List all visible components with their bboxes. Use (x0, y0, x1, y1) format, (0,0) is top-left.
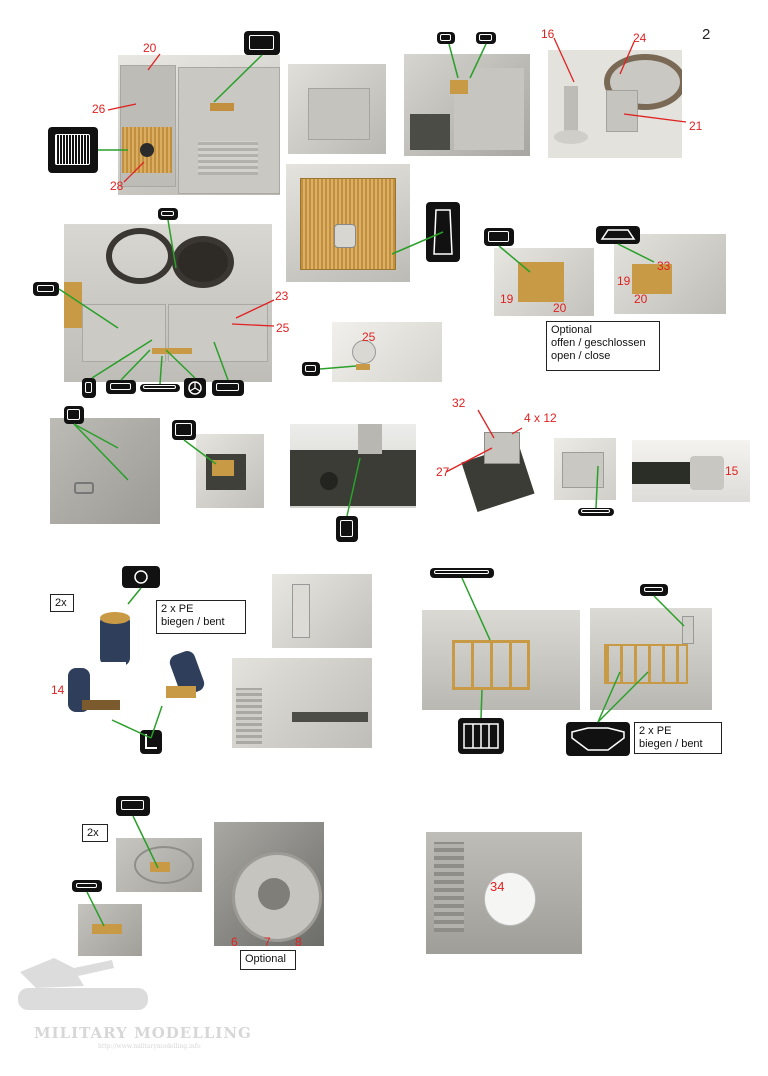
page-number: 2 (702, 26, 711, 43)
pe-bar-icon-b (140, 384, 180, 392)
pe-bent-note-b: 2 x PE biegen / bent (634, 722, 722, 754)
photo-mirror-assembly (460, 420, 540, 512)
photo-hull-rear-plate (426, 832, 582, 954)
photo-rack-front (422, 610, 580, 710)
pe-bent-note-a: 2 x PE biegen / bent (156, 600, 246, 634)
pe-shaped-frame-icon (566, 722, 630, 756)
photo-plate-a (116, 838, 202, 892)
callout-15: 15 (725, 464, 739, 478)
callout-28: 28 (110, 179, 124, 193)
callout-24: 24 (633, 31, 647, 45)
pe-corner-icon (64, 406, 84, 424)
photo-hull-side-b (232, 658, 372, 748)
callout-21: 21 (689, 119, 703, 133)
pe-clip-icon (302, 362, 320, 376)
callout-19-b: 19 (617, 274, 631, 288)
pe-strip-icon-a (158, 208, 178, 220)
callout-23: 23 (275, 289, 289, 303)
pe-short-bar-icon (640, 584, 668, 596)
pe-ring-icon (122, 566, 160, 588)
watermark-url: http://www.militarymodelling.info (98, 1043, 201, 1050)
callout-20-b: 20 (553, 301, 567, 315)
optional-open-close-note: Optional offen / geschlossen open / clos… (546, 321, 660, 371)
pe-housing-icon (172, 420, 196, 440)
callout-26: 26 (92, 102, 106, 116)
callout-6: 6 (231, 935, 238, 949)
photo-lamp-guard (554, 438, 616, 500)
photo-latch-closed (494, 248, 594, 316)
callout-27: 27 (436, 465, 450, 479)
pe-small-plate-icon-a (437, 32, 455, 44)
pe-bent-line-3: 2 x PE (639, 725, 672, 737)
quantity-2x-note-b: 2x (82, 824, 108, 842)
callout-25-b: 25 (362, 330, 376, 344)
callout-20-c: 20 (634, 292, 648, 306)
quantity-2x-note-a: 2x (50, 594, 74, 612)
photo-dark-hull-front (290, 424, 416, 508)
photo-mesh-box-side (286, 164, 410, 282)
pe-wedge-icon (426, 202, 460, 262)
callout-34: 34 (490, 879, 505, 894)
callout-25-a: 25 (276, 321, 290, 335)
pe-frame-icon (244, 31, 280, 55)
photo-part-25 (332, 322, 442, 382)
callout-7: 7 (264, 935, 271, 949)
pe-long-bar-icon (430, 568, 494, 578)
photo-box-detail-a (288, 64, 386, 154)
pe-tab-icon-a (82, 378, 96, 398)
pe-bracket-icon (212, 380, 244, 396)
pe-small-bar-icon (72, 880, 102, 892)
pe-small-plate-icon-b (476, 32, 496, 44)
callout-32: 32 (452, 396, 466, 410)
callout-16: 16 (541, 27, 555, 41)
pe-bent-line-4: biegen / bent (639, 738, 703, 751)
note-line-3: open / close (551, 350, 611, 363)
callout-19-a: 19 (500, 292, 514, 306)
watermark-title: MILITARY MODELLING (34, 1024, 252, 1042)
pe-grille-icon (458, 718, 504, 754)
photo-barrel-end (632, 440, 750, 502)
pe-mesh-icon (48, 127, 98, 173)
pe-bent-line-1: 2 x PE (161, 603, 194, 615)
photo-hull-side-a (272, 574, 372, 648)
pe-wheel-icon (184, 378, 206, 398)
callout-33: 33 (657, 259, 671, 273)
watermark-logo (14, 954, 154, 1024)
pe-latch-icon-b (596, 226, 640, 244)
pe-latch-icon-a (484, 228, 514, 246)
pe-bar-icon-a (106, 380, 136, 394)
pe-t-plate-icon (116, 796, 150, 816)
pe-angle-icon (140, 730, 162, 754)
photo-smoke-canister-a (96, 604, 148, 670)
pe-plate-icon (336, 516, 358, 542)
watermark-tank-icon (18, 958, 148, 1010)
photo-light-housing (196, 434, 264, 508)
photo-road-wheel (214, 822, 324, 946)
pe-long-strip-icon-a (578, 508, 614, 516)
callout-20-a: 20 (143, 41, 157, 55)
callout-4x12: 4 x 12 (524, 411, 557, 425)
photo-hatch-periscope (548, 50, 682, 158)
photo-rack-side (590, 608, 712, 710)
photo-smoke-canister-b (64, 662, 126, 720)
note-line-1: Optional (551, 324, 592, 336)
photo-turret-stowage-boxes (118, 55, 280, 195)
callout-8: 8 (295, 935, 302, 949)
callout-14: 14 (51, 683, 65, 697)
photo-latch-open (614, 234, 726, 314)
photo-plate-b (78, 904, 142, 956)
pe-strip-icon-b (33, 282, 59, 296)
photo-box-detail-b (404, 54, 530, 156)
photo-turret-rear-boxes (64, 224, 272, 382)
photo-smoke-canister-c (160, 650, 214, 706)
pe-bent-line-2: biegen / bent (161, 616, 225, 629)
note-line-2: offen / geschlossen (551, 337, 646, 350)
optional-note: Optional (240, 950, 296, 970)
photo-hull-corner (50, 418, 160, 524)
